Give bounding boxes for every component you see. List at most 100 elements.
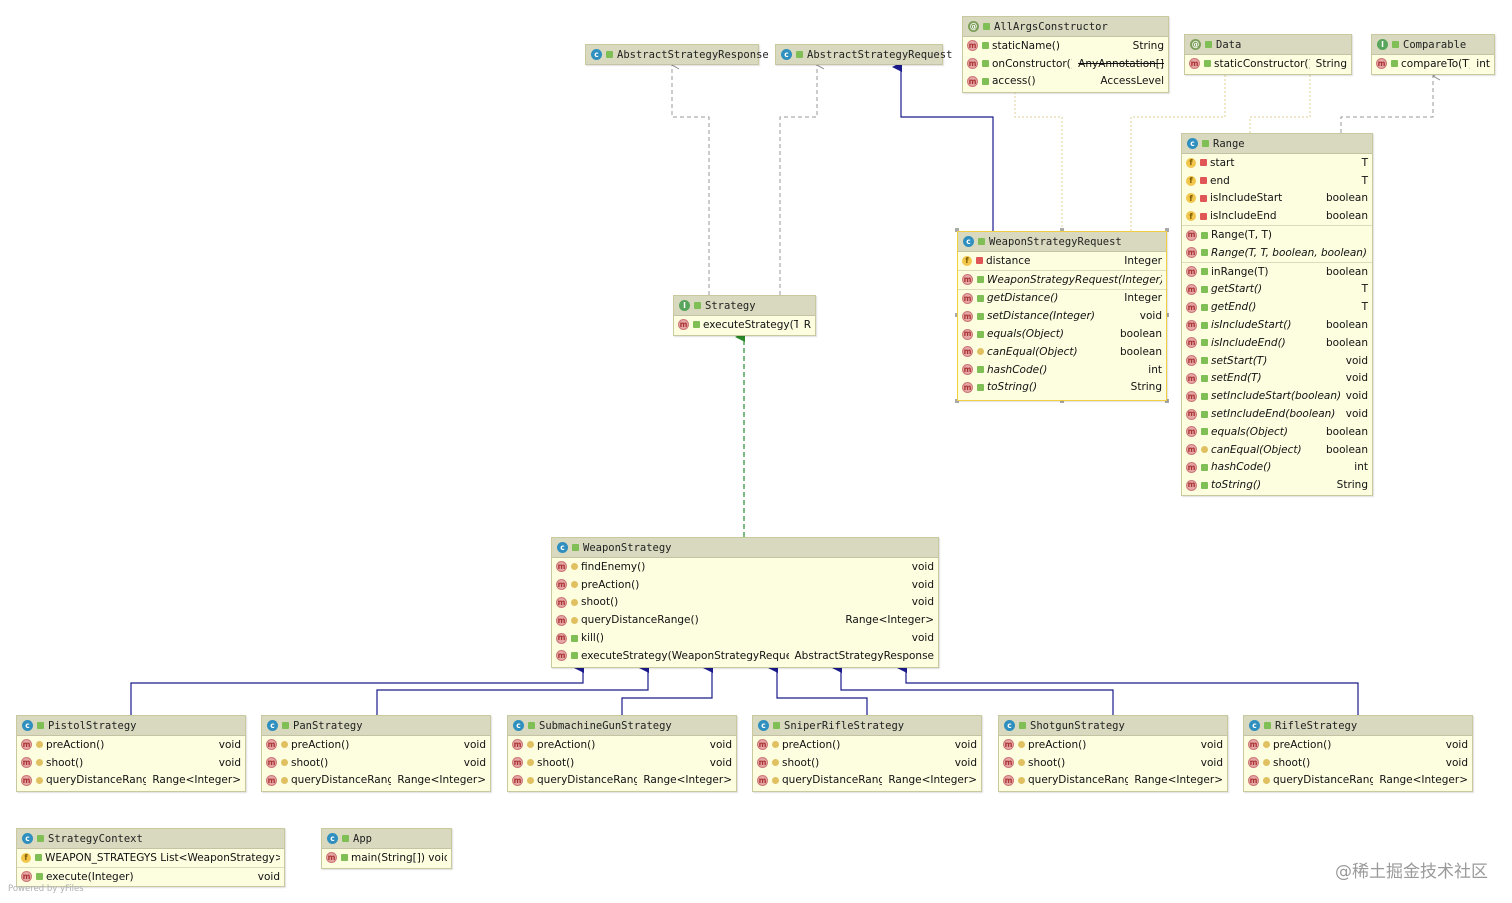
- class-title: PistolStrategy: [48, 719, 137, 732]
- class-header[interactable]: @Data: [1185, 35, 1351, 55]
- edge-rifle: [897, 663, 1359, 715]
- member-name: queryDistanceRange(): [581, 614, 699, 627]
- member-type: void: [911, 632, 934, 645]
- class-icon: c: [1187, 138, 1198, 149]
- class-header[interactable]: @AllArgsConstructor: [963, 17, 1168, 37]
